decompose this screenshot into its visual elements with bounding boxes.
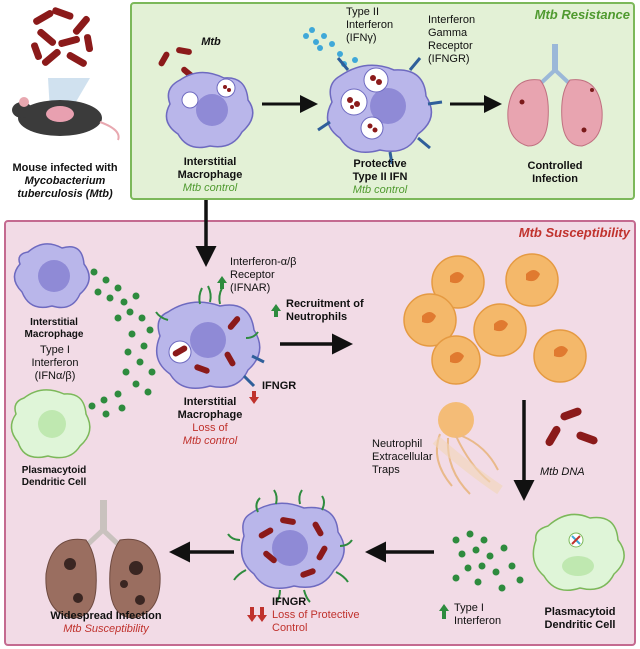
pdc-left-line2: Dendritic Cell [21,477,87,488]
protective-line3: Mtb control [352,184,408,196]
ifngr-receptor-icon [317,57,443,165]
ifngr-low-receptor-icon [242,354,265,388]
type2-line1: Type II [346,6,380,18]
up-arrow-neutrophils-icon [271,304,281,317]
center-mac-line1: Interstitial [183,396,237,408]
center-mac-line4: Mtb control [182,435,238,447]
protective-macrophage-icon [326,64,433,153]
ifn-gamma-dots [303,27,358,67]
neutrophils-icon [403,253,587,385]
ifngr-loss-label: IFNGR [272,596,307,608]
type1-left-line2: Interferon [31,357,79,369]
down-arrow-ifngr-icon [249,391,259,404]
mouse-caption-line2: Mycobacterium [24,175,106,187]
resistance-title: Mtb Resistance [534,7,630,22]
type1-right-line1: Type I [454,602,484,614]
widespread-line2: Mtb Susceptibility [63,623,149,635]
mouse-caption-line3: tuberculosis (Mtb) [17,188,113,200]
mtb-cluster-icon [31,7,94,67]
recruitment-line2: Neutrophils [286,311,348,323]
pdc-left-line1: Plasmacytoid [21,465,87,476]
net-line2: Extracellular [372,451,433,463]
left-interstitial-macrophage-icon [13,243,90,309]
macrophage-icon [165,71,254,149]
mtb-dna-label: Mtb DNA [540,466,585,478]
ifngr-loss-line1: Loss of Protective [272,609,360,621]
ifn-type1-dots-right [452,530,524,592]
protective-line2: Type II IFN [352,171,408,183]
ifngr-down-label: IFNGR [262,380,297,392]
pdc-right-line1: Plasmacytoid [544,606,616,618]
up-arrow-type1-icon [439,604,449,619]
res-macrophage-line1: Interstitial [183,156,237,168]
mtb-label: Mtb [201,36,221,48]
type2-line2: Interferon [346,19,394,31]
center-mac-line2: Macrophage [177,409,243,421]
net-icon [432,402,503,495]
receptor-line4: (IFNGR) [428,53,470,65]
type2-line3: (IFNγ) [346,32,377,44]
type1-right-line2: Interferon [454,615,502,627]
type1-left-line1: Type I [40,344,70,356]
infected-lung-icon [45,500,161,619]
receptor-line1: Interferon [428,14,476,26]
ifnar-receptor-icon [155,285,259,339]
controlled-line2: Infection [532,173,578,185]
controlled-line1: Controlled [527,160,583,172]
receptor-line2: Gamma [428,27,468,39]
receptor-line3: Receptor [428,40,473,52]
bottom-infected-macrophage-icon [227,489,353,603]
sus-int-mac-line2: Macrophage [24,329,84,340]
controlled-lung-icon [507,44,603,147]
mtb-dna-icon [545,407,598,447]
infected-macrophage-icon [155,301,261,389]
ifnar-line3: (IFNAR) [230,282,271,294]
ifnar-line1: Interferon-α/β [230,256,297,268]
ifn-type1-dots-left [88,268,156,418]
type1-left-line3: (IFNα/β) [34,370,76,382]
protective-line1: Protective [353,158,407,170]
up-arrow-ifnar-icon [217,276,227,289]
susceptibility-title: Mtb Susceptibility [518,225,630,240]
ifngr-loss-line2: Control [272,622,308,634]
res-macrophage-line2: Macrophage [177,169,243,181]
center-mac-line3: Loss of [192,422,228,434]
left-pdc-icon [10,389,91,459]
net-line1: Neutrophil [372,438,423,450]
widespread-line1: Widespread Infection [50,610,162,622]
right-pdc-icon [532,513,625,591]
pdc-right-line2: Dendritic Cell [544,619,616,631]
net-line3: Traps [372,464,400,476]
double-down-arrow-icon [247,607,267,622]
sus-int-mac-line1: Interstitial [30,317,78,328]
mouse-caption-line1: Mouse infected with [12,162,118,174]
recruitment-line1: Recruitment of [286,298,364,310]
mouse-icon [12,78,120,141]
res-macrophage-line3: Mtb control [182,182,238,194]
ifnar-line2: Receptor [230,269,275,281]
